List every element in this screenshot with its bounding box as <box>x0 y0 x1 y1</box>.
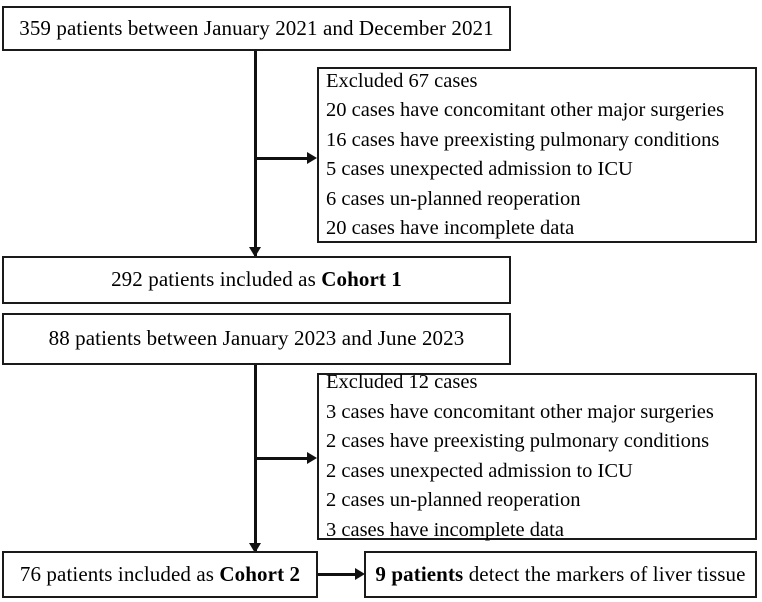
arrowhead-right-excluded-cohort2 <box>307 452 317 464</box>
node-excluded-cohort1: Excluded 67 cases 20 cases have concomit… <box>317 67 757 243</box>
arrowhead-down-cohort1 <box>249 247 261 257</box>
node-marker-detection-label: 9 patients detect the markers of liver t… <box>375 561 746 586</box>
node-source-cohort2-label: 88 patients between January 2023 and Jun… <box>48 326 465 351</box>
node-source-cohort1-label: 359 patients between January 2021 and De… <box>19 15 494 40</box>
included-cohort2-emphasis: Cohort 2 <box>219 561 301 586</box>
marker-detection-emphasis: 9 patients <box>375 561 464 586</box>
excluded-cohort1-item: 16 cases have preexisting pulmonary cond… <box>326 128 720 151</box>
node-included-cohort1: 292 patients included as Cohort 1 <box>2 256 511 304</box>
arrowhead-right-markers <box>355 568 365 580</box>
excluded-cohort2-item: 3 cases have concomitant other major sur… <box>326 400 714 423</box>
excluded-cohort2-item: 2 cases un-planned reoperation <box>326 489 581 511</box>
connector-cohort2-to-markers <box>318 573 360 576</box>
excluded-cohort1-item: 6 cases un-planned reoperation <box>326 187 581 210</box>
excluded-cohort1-heading: Excluded 67 cases <box>326 69 478 92</box>
excluded-cohort2-list: Excluded 12 cases 3 cases have concomita… <box>319 368 755 545</box>
connector-trunk-cohort2 <box>254 365 257 555</box>
excluded-cohort2-item: 2 cases unexpected admission to ICU <box>326 459 633 482</box>
excluded-cohort2-item: 3 cases have incomplete data <box>326 518 564 541</box>
included-cohort1-emphasis: Cohort 1 <box>321 267 402 292</box>
marker-detection-suffix: detect the markers of liver tissue <box>463 561 746 586</box>
connector-branch-excluded-cohort1 <box>254 157 311 160</box>
node-source-cohort2: 88 patients between January 2023 and Jun… <box>2 313 511 365</box>
included-cohort2-prefix: 76 patients included as <box>19 561 220 586</box>
arrowhead-right-excluded-cohort1 <box>307 152 317 164</box>
node-included-cohort2-label: 76 patients included as Cohort 2 <box>19 561 301 586</box>
node-included-cohort2: 76 patients included as Cohort 2 <box>2 551 318 598</box>
node-source-cohort1: 359 patients between January 2021 and De… <box>2 6 511 51</box>
excluded-cohort1-item: 5 cases unexpected admission to ICU <box>326 158 633 180</box>
node-included-cohort1-label: 292 patients included as Cohort 1 <box>111 268 402 291</box>
excluded-cohort1-item: 20 cases have concomitant other major su… <box>326 99 725 121</box>
node-marker-detection: 9 patients detect the markers of liver t… <box>364 551 757 598</box>
excluded-cohort2-heading: Excluded 12 cases <box>326 371 478 393</box>
arrowhead-down-cohort2 <box>249 543 261 553</box>
connector-trunk-cohort1 <box>254 51 257 259</box>
included-cohort1-prefix: 292 patients included as <box>111 267 322 292</box>
connector-branch-excluded-cohort2 <box>254 457 311 460</box>
excluded-cohort2-item: 2 cases have preexisting pulmonary condi… <box>326 430 710 452</box>
excluded-cohort1-list: Excluded 67 cases 20 cases have concomit… <box>319 67 755 244</box>
excluded-cohort1-item: 20 cases have incomplete data <box>326 217 575 239</box>
node-excluded-cohort2: Excluded 12 cases 3 cases have concomita… <box>317 371 757 541</box>
